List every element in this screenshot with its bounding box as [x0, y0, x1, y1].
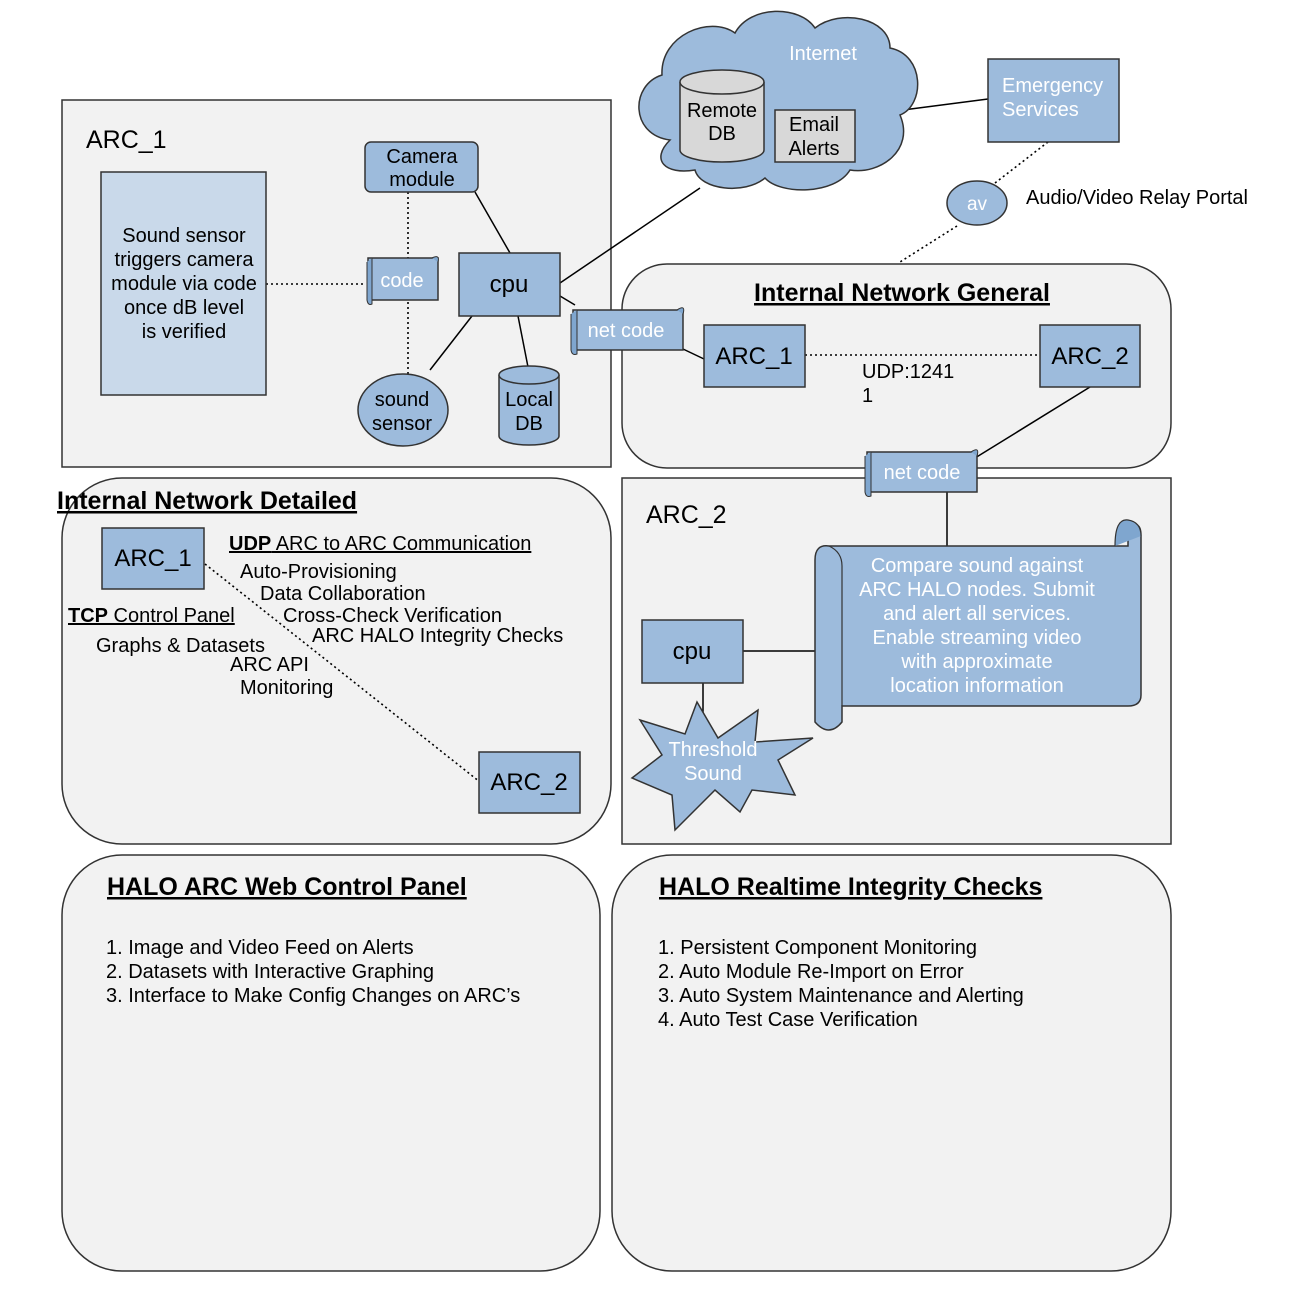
arc1-description: Sound sensor triggers camera module via … [111, 225, 257, 343]
integrity-panel-title: HALO Realtime Integrity Checks [659, 873, 1042, 901]
email-alerts-node[interactable]: Email Alerts [774, 109, 856, 163]
arc2-title: ARC_2 [646, 501, 727, 529]
description-line-4: once dB level [124, 297, 244, 319]
tcp-heading-bold: TCP [68, 605, 108, 627]
net-code-mid-label: net code [884, 462, 961, 484]
arc2-cpu-label: cpu [673, 638, 712, 665]
net-code-top-label: net code [588, 320, 665, 342]
av-portal-label: Audio/Video Relay Portal [1026, 187, 1248, 209]
udp-item-4: ARC HALO Integrity Checks [312, 625, 563, 647]
sound-sensor-node[interactable]: sound sensor [357, 373, 449, 447]
detailed-arc1-label: ARC_1 [114, 545, 191, 572]
general-arc1-node[interactable]: ARC_1 [703, 324, 806, 388]
email-alerts-line-1: Email [789, 114, 839, 136]
av-relay-node[interactable]: av [946, 180, 1008, 226]
threshold-line-1: Threshold [669, 739, 758, 761]
web-item-3: 3. Interface to Make Config Changes on A… [106, 985, 520, 1007]
web-control-panel [61, 854, 601, 1272]
tcp-heading-rest: Control Panel [108, 605, 235, 627]
network-general-title: Internal Network General [754, 279, 1050, 307]
integrity-item-3: 3. Auto System Maintenance and Alerting [658, 985, 1024, 1007]
arc2-description-scroll[interactable]: Compare sound against ARC HALO nodes. Su… [814, 519, 1142, 731]
tcp-item-2: ARC API [230, 654, 309, 676]
integrity-checks-panel [611, 854, 1172, 1272]
camera-module-line-2: module [389, 169, 455, 191]
general-arc2-label: ARC_2 [1051, 343, 1128, 370]
camera-module-node[interactable]: Camera module [364, 141, 479, 193]
udp-heading-rest: ARC to ARC Communication [271, 533, 531, 555]
email-alerts-line-2: Alerts [788, 138, 839, 160]
web-item-2: 2. Datasets with Interactive Graphing [106, 961, 434, 983]
emergency-line-2: Services [1002, 99, 1079, 121]
detailed-arc1-node[interactable]: ARC_1 [101, 527, 205, 590]
scroll-line-4: Enable streaming video [872, 627, 1081, 649]
udp-item-3: Cross-Check Verification [283, 605, 502, 627]
description-line-1: Sound sensor [122, 225, 246, 247]
emergency-line-1: Emergency [1002, 75, 1103, 97]
av-label: av [967, 194, 988, 215]
threshold-sound-burst[interactable]: Threshold Sound [630, 700, 814, 832]
emergency-services-node[interactable]: Emergency Services [987, 58, 1120, 143]
general-arc2-node[interactable]: ARC_2 [1039, 324, 1141, 388]
scroll-line-5: with approximate [900, 651, 1052, 673]
tcp-heading: TCP Control Panel [68, 605, 235, 627]
web-item-1: 1. Image and Video Feed on Alerts [106, 937, 414, 959]
tcp-item-1: Graphs & Datasets [96, 635, 265, 657]
code-label: code [380, 270, 423, 292]
udp-port-line-2: 1 [862, 385, 873, 407]
camera-module-line-1: Camera [386, 146, 458, 168]
scroll-line-2: ARC HALO nodes. Submit [859, 579, 1095, 601]
web-panel-title: HALO ARC Web Control Panel [107, 873, 467, 901]
remote-db-line-1: Remote [687, 100, 757, 122]
local-db-line-1: Local [505, 389, 553, 411]
udp-port-line-1: UDP:1241 [862, 361, 954, 383]
udp-item-1: Auto-Provisioning [240, 561, 397, 583]
remote-db-node[interactable]: Remote DB [679, 69, 765, 163]
net-code-scroll-mid[interactable]: net code [864, 449, 979, 497]
arc1-cpu-node[interactable]: cpu [458, 252, 561, 317]
udp-heading-bold: UDP [229, 533, 271, 555]
scroll-line-3: and alert all services. [883, 603, 1071, 625]
network-detailed-title: Internal Network Detailed [57, 487, 357, 515]
local-db-node[interactable]: Local DB [498, 365, 560, 446]
connectors [429, 98, 1091, 718]
code-scroll-node[interactable]: code [366, 256, 439, 305]
arc1-title: ARC_1 [86, 126, 167, 154]
integrity-item-2: 2. Auto Module Re-Import on Error [658, 961, 964, 983]
description-line-5: is verified [142, 321, 226, 343]
tcp-item-3: Monitoring [240, 677, 333, 699]
internet-label: Internet [789, 43, 857, 65]
integrity-item-1: 1. Persistent Component Monitoring [658, 937, 977, 959]
threshold-line-2: Sound [684, 763, 742, 785]
udp-heading: UDP ARC to ARC Communication [229, 533, 531, 555]
sound-sensor-line-2: sensor [372, 413, 432, 435]
arc2-cpu-node[interactable]: cpu [641, 619, 744, 684]
description-line-2: triggers camera [115, 249, 255, 271]
scroll-line-1: Compare sound against [871, 555, 1084, 577]
arc1-description-box [100, 171, 267, 396]
description-line-3: module via code [111, 273, 257, 295]
detailed-arc2-label: ARC_2 [490, 769, 567, 796]
general-arc1-label: ARC_1 [715, 343, 792, 370]
scroll-line-6: location information [890, 675, 1063, 697]
remote-db-line-2: DB [708, 123, 736, 145]
arc1-cpu-label: cpu [490, 271, 529, 298]
integrity-item-4: 4. Auto Test Case Verification [658, 1009, 918, 1031]
local-db-line-2: DB [515, 413, 543, 435]
net-code-scroll-top[interactable]: net code [570, 307, 685, 355]
sound-sensor-line-1: sound [375, 389, 430, 411]
udp-item-2: Data Collaboration [260, 583, 426, 605]
detailed-arc2-node[interactable]: ARC_2 [478, 751, 581, 814]
